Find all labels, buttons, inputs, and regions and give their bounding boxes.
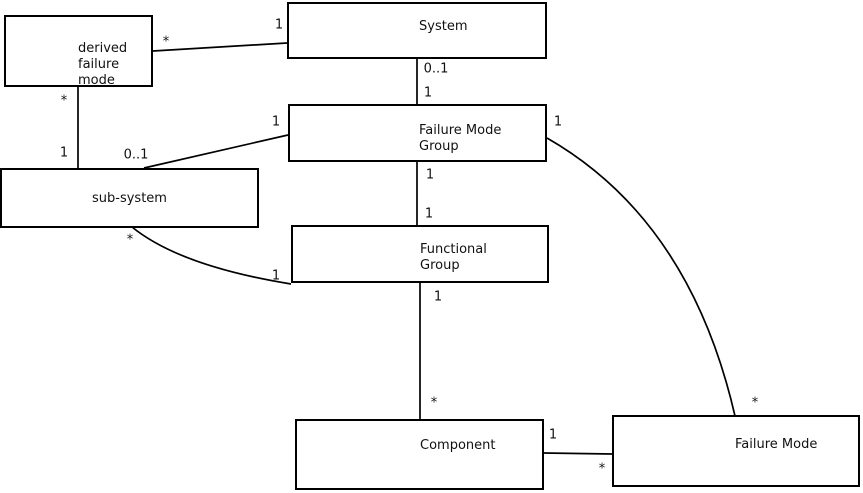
label-line: Failure Mode — [419, 123, 502, 138]
label-line: derived — [78, 41, 128, 56]
entity-label-functional-group: Functional Group — [420, 242, 487, 274]
label-line: Failure Mode — [735, 437, 818, 452]
label-line: failure — [78, 57, 120, 72]
connector-component-failure-mode — [543, 452, 613, 455]
entity-box-functional-group — [291, 225, 549, 283]
connector-failure-mode-group-sub-system — [143, 134, 289, 169]
label-line: Functional — [420, 242, 487, 257]
multiplicity-label-subsys-end: 0..1 — [123, 147, 149, 163]
entity-label-failure-mode: Failure Mode — [735, 437, 817, 453]
multiplicity-label-subsys-end: 1 — [59, 145, 69, 161]
multiplicity-label-fmg-end: 1 — [425, 167, 435, 183]
connector-sub-system-functional-group — [131, 226, 292, 285]
multiplicity-label-component-end: 1 — [548, 427, 558, 443]
label-line: Component — [420, 438, 496, 453]
entity-label-derived-failure-mode: derived failure mode — [78, 41, 127, 89]
multiplicity-label-subsys-end: * — [126, 232, 134, 248]
multiplicity-label-system-end: 1 — [274, 17, 284, 33]
entity-label-system: System — [419, 19, 467, 35]
entity-box-failure-mode-group — [288, 104, 547, 162]
entity-box-failure-mode — [612, 415, 860, 487]
entity-box-derived-failure-mode — [4, 15, 153, 87]
entity-label-component: Component — [420, 438, 495, 454]
multiplicity-label-fg-end: 1 — [433, 289, 443, 305]
multiplicity-label-fg-end: 1 — [424, 206, 434, 222]
connector-failure-mode-group-failure-mode — [546, 137, 736, 417]
multiplicity-label-dfm-end: * — [162, 34, 170, 50]
entity-box-system — [287, 2, 547, 59]
entity-label-sub-system: sub-system — [92, 191, 167, 207]
multiplicity-label-system-end: 0..1 — [423, 61, 449, 77]
multiplicity-label-component-end: * — [430, 395, 438, 411]
multiplicity-label-dfm-end: * — [60, 93, 68, 109]
multiplicity-label-fm-end: * — [598, 461, 606, 477]
label-line: System — [419, 19, 468, 34]
entity-box-sub-system — [0, 168, 259, 228]
multiplicity-label-fmg-end: 1 — [423, 85, 433, 101]
multiplicity-label-fm-end: * — [751, 395, 759, 411]
label-line: mode — [78, 73, 115, 88]
entity-label-failure-mode-group: Failure Mode Group — [419, 123, 501, 155]
label-line: Group — [419, 139, 459, 154]
multiplicity-label-fg-end: 1 — [271, 268, 281, 284]
entity-box-component — [295, 419, 544, 490]
connector-system-derived-failure-mode — [152, 42, 288, 52]
label-line: sub-system — [92, 191, 167, 206]
multiplicity-label-fmg-end: 1 — [271, 114, 281, 130]
label-line: Group — [420, 258, 460, 273]
multiplicity-label-fmg-end: 1 — [553, 114, 563, 130]
